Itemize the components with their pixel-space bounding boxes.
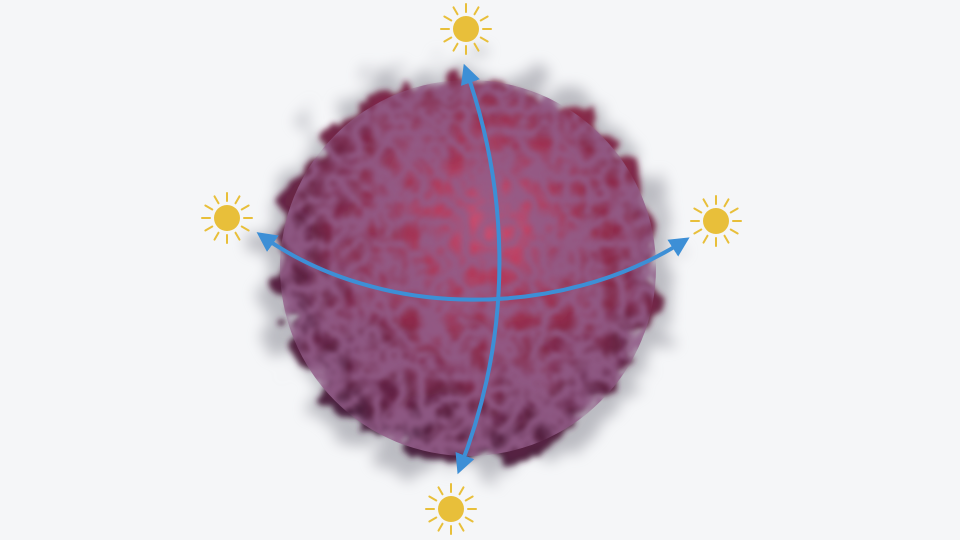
sun-ray [729,207,739,214]
sun-ray [428,516,438,523]
sun-ray [479,15,489,22]
sun-disc [438,496,464,522]
sun-icon [440,3,492,55]
sun-ray [428,495,438,502]
sun-ray [213,195,220,205]
sun-ray [437,522,444,532]
sun-ray [452,42,459,52]
sun-ray [702,198,709,208]
horizontal-arc-arrow [256,232,690,302]
sun-ray [240,204,250,211]
sun-ray [213,231,220,241]
sun-disc [214,205,240,231]
light-sources [201,3,742,535]
sun-ray [729,228,739,235]
sun-ray [723,198,730,208]
sun-ray [479,36,489,43]
sun-ray [458,522,465,532]
sun-ray [204,225,214,232]
sun-ray [464,495,474,502]
sun-ray [723,234,730,244]
arrows [256,63,690,475]
sun-disc [703,208,729,234]
sun-icon [201,192,253,244]
sun-ray [464,516,474,523]
sun-ray [473,6,480,16]
sun-ray [458,486,465,496]
sun-disc [453,16,479,42]
sun-ray [702,234,709,244]
sun-ray [452,6,459,16]
sun-ray [693,207,703,214]
sun-icon [690,195,742,247]
cloud-texture [280,80,656,456]
volume-cloud [263,63,673,473]
sun-icon [425,483,477,535]
sun-ray [240,225,250,232]
sun-ray [693,228,703,235]
sun-ray [204,204,214,211]
sun-ray [234,231,241,241]
sun-ray [443,36,453,43]
sun-ray [443,15,453,22]
sun-ray [473,42,480,52]
sun-ray [437,486,444,496]
sun-ray [234,195,241,205]
